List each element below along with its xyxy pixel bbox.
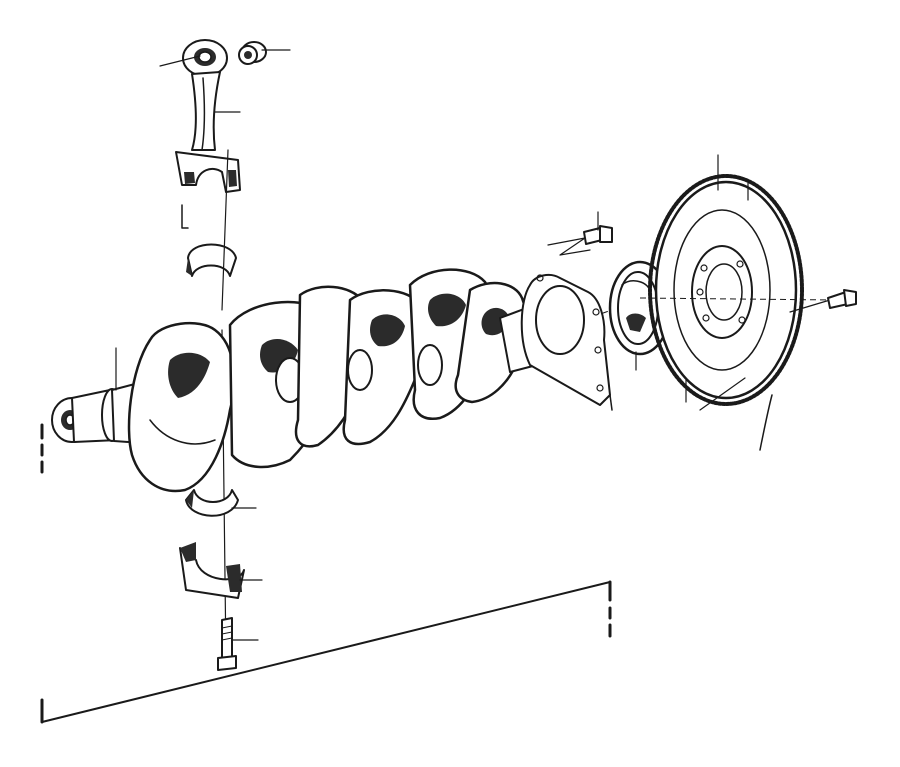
piston-pin-bushing bbox=[238, 41, 267, 65]
crankshaft bbox=[51, 268, 641, 493]
connecting-rod bbox=[175, 39, 241, 193]
rear-seal-housing bbox=[520, 273, 613, 411]
flywheel bbox=[639, 174, 837, 406]
housing-bolt bbox=[547, 211, 613, 256]
leader-lines-flywheel bbox=[685, 154, 773, 451]
leader-lines-top bbox=[159, 49, 291, 229]
rod-bolt bbox=[217, 617, 259, 671]
lower-bearing-shell bbox=[185, 489, 257, 517]
rod-cap bbox=[179, 542, 263, 599]
upper-bearing-shell bbox=[186, 243, 237, 277]
group-bracket bbox=[40, 580, 612, 724]
flywheel-bolt bbox=[789, 289, 857, 313]
